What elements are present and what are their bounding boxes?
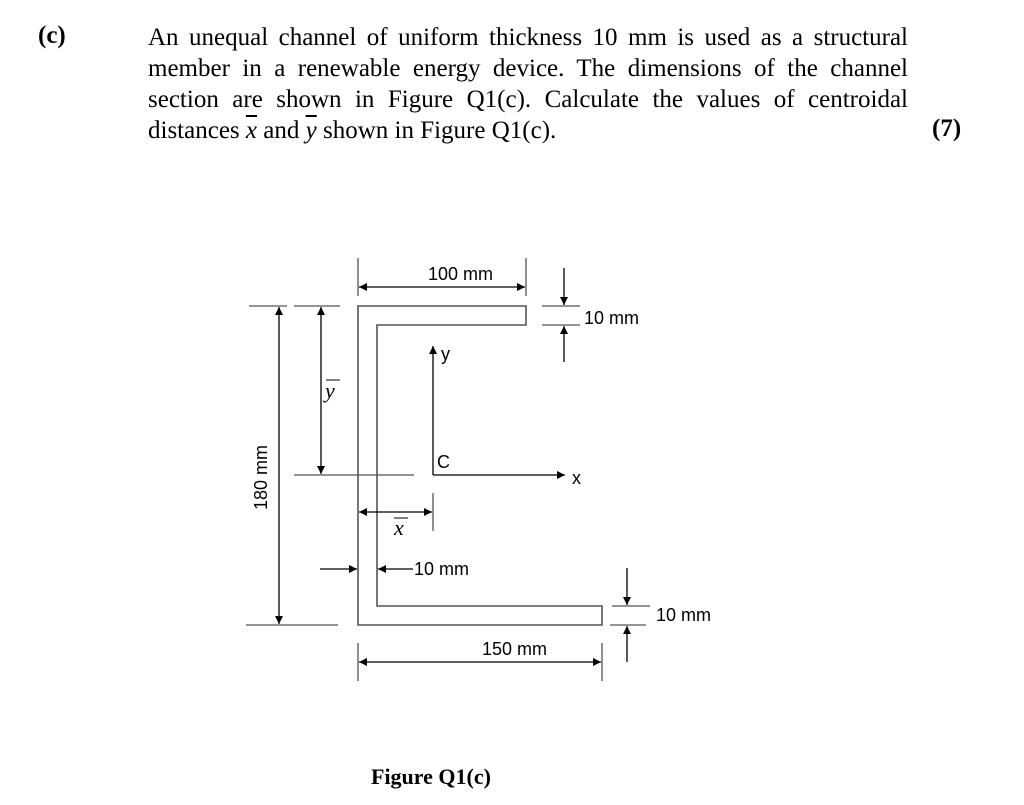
y-bar-symbol: y xyxy=(305,117,317,144)
dim-label-web-10mm: 10 mm xyxy=(414,559,469,579)
dim-bottom-flange-thickness: 10 mm xyxy=(610,568,711,662)
dim-label-bottom-10mm: 10 mm xyxy=(656,605,711,625)
question-line-4: distances x and y shown in Figure Q1(c). xyxy=(148,115,908,146)
dim-top-flange-width: 100 mm xyxy=(357,258,527,296)
marks: (7) xyxy=(932,115,962,142)
dim-bottom-flange-width: 150 mm xyxy=(357,639,603,681)
dim-label-100mm: 100 mm xyxy=(428,264,493,284)
question-label: (c) xyxy=(38,22,66,49)
question-text: An unequal channel of uniform thickness … xyxy=(148,22,908,146)
question-line-2: member in a renewable energy device. The… xyxy=(148,55,908,82)
question-line-3: section are shown in Figure Q1(c). Calcu… xyxy=(148,86,908,113)
centroid-label: C xyxy=(437,452,450,472)
x-bar-label: x xyxy=(393,515,404,540)
figure-caption: Figure Q1(c) xyxy=(371,764,491,789)
dim-y-bar: y xyxy=(294,305,414,476)
dim-label-top-10mm: 10 mm xyxy=(584,308,639,328)
question-line-1: An unequal channel of uniform thickness … xyxy=(148,24,908,51)
question-conj: and xyxy=(263,117,300,144)
y-bar-label: y xyxy=(323,378,335,403)
dim-label-180mm: 180 mm xyxy=(251,445,271,510)
dim-web-thickness: 10 mm xyxy=(320,559,469,579)
x-bar-symbol: x xyxy=(245,117,257,144)
question-line-4-prefix: distances xyxy=(148,117,240,144)
x-axis-label: x xyxy=(572,468,581,488)
y-axis-label: y xyxy=(441,344,450,364)
centroid-axes: y x C xyxy=(429,344,581,488)
question-line-4-suffix: shown in Figure Q1(c). xyxy=(322,117,557,144)
dim-label-150mm: 150 mm xyxy=(482,639,547,659)
dim-top-flange-thickness: 10 mm xyxy=(542,268,639,362)
dim-overall-height: 180 mm xyxy=(246,305,338,626)
channel-outline xyxy=(357,305,603,626)
dim-x-bar: x xyxy=(359,493,434,540)
